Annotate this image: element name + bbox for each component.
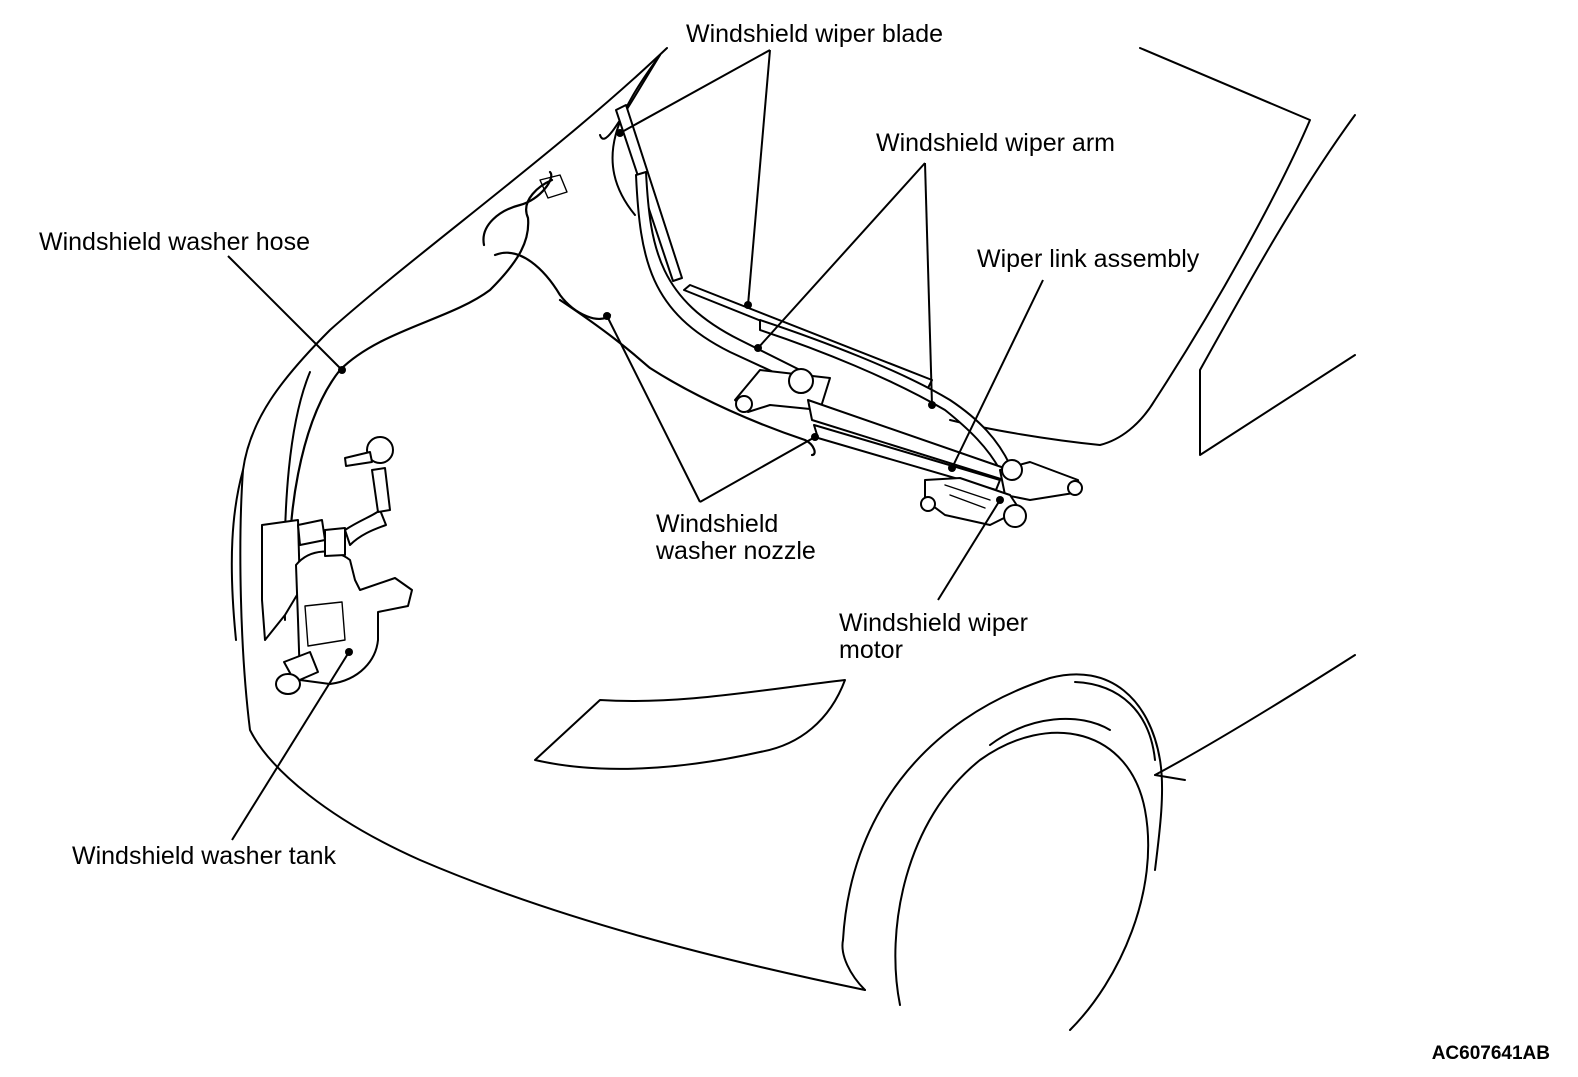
leader-wiper-blade-a (619, 49, 771, 134)
leader-lines (227, 49, 1044, 841)
headlight-opening (534, 679, 846, 770)
washer-tank (261, 436, 413, 695)
car-body-outline (230, 47, 1356, 991)
wiper-motor (920, 477, 1027, 528)
figure-code: AC607641AB (1431, 1043, 1550, 1064)
label-windshield-washer-hose: Windshield washer hose (39, 228, 310, 256)
leader-washer-tank (231, 651, 350, 841)
label-windshield-washer-tank: Windshield washer tank (72, 842, 337, 870)
label-washer-nozzle-line-2: washer nozzle (656, 537, 816, 565)
wiper-arms (635, 171, 1011, 471)
front-tire (894, 717, 1150, 1031)
leader-washer-hose (227, 255, 343, 371)
label-wiper-link-assembly: Wiper link assembly (977, 245, 1200, 273)
label-windshield-wiper-arm: Windshield wiper arm (876, 129, 1115, 157)
leader-dots (338, 129, 1004, 656)
label-windshield-wiper-motor: Windshield wiper motor (839, 610, 1028, 664)
wheel-arch (842, 673, 1186, 941)
leader-link-assembly (951, 279, 1044, 469)
leader-washer-nozzle-a (606, 315, 701, 503)
label-wiper-motor-line-2: motor (839, 636, 903, 664)
leader-wiper-arm-b (924, 162, 933, 406)
label-washer-nozzle-line-1: Windshield (656, 510, 779, 538)
leader-washer-nozzle-b (699, 436, 816, 503)
leader-wiper-arm-a (757, 162, 926, 349)
leader-wiper-motor (937, 499, 1001, 601)
label-windshield-washer-nozzle: Windshield washer nozzle (656, 511, 816, 565)
leader-wiper-blade-b (747, 49, 771, 306)
washer-hose (287, 170, 816, 602)
label-windshield-wiper-blade: Windshield wiper blade (686, 20, 944, 48)
label-wiper-motor-line-1: Windshield wiper (839, 609, 1028, 637)
